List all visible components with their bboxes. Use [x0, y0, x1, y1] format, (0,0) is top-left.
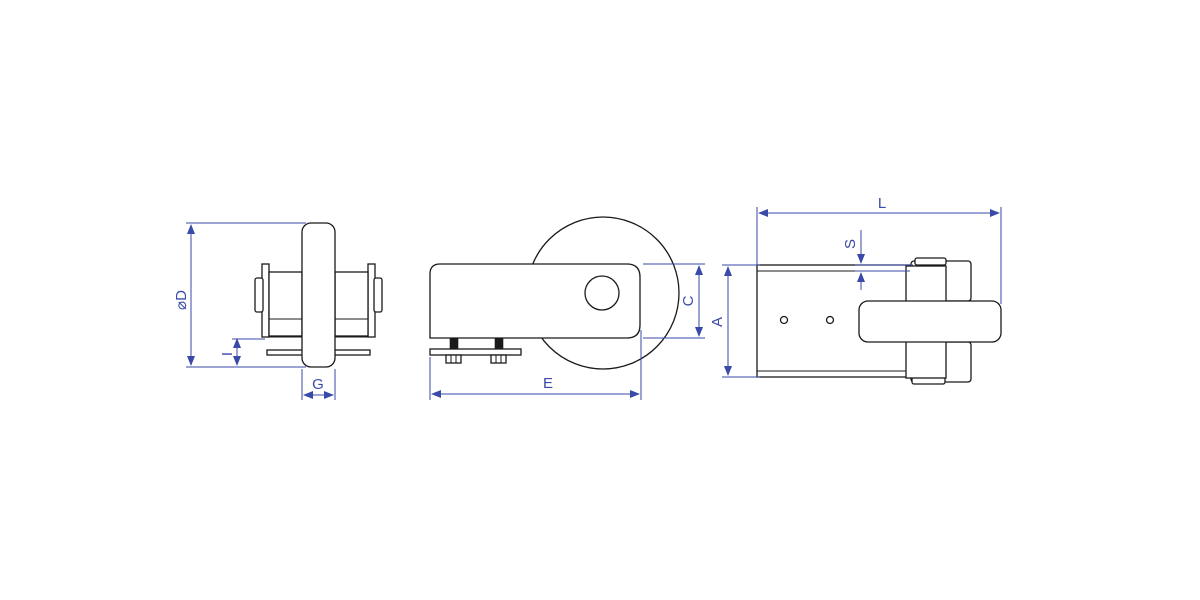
nut-2	[490, 354, 507, 364]
top-view	[756, 257, 1002, 385]
side-bracket-body	[429, 263, 641, 339]
side-view	[429, 216, 680, 370]
dimension-g-label: G	[312, 376, 324, 393]
top-wheel	[858, 300, 1002, 343]
bolt-1	[449, 337, 459, 350]
left-hub	[268, 271, 303, 337]
dimension-l-label: L	[878, 195, 886, 212]
dimension-c-label: C	[680, 295, 697, 306]
front-wheel	[301, 222, 336, 368]
dimension-a-label: A	[709, 317, 726, 327]
axle-hole	[584, 275, 620, 311]
right-hub	[334, 271, 369, 337]
dimension-e-label: E	[543, 375, 553, 392]
dimension-d-label: ⌀D	[173, 290, 190, 310]
right-axle-cap	[373, 277, 383, 313]
dimension-s-label: S	[842, 239, 859, 249]
dimension-i-label: I	[219, 352, 236, 356]
fork-upper-cap	[914, 257, 947, 266]
front-view	[254, 222, 383, 368]
bolt-2	[494, 337, 504, 350]
dimensions: ⌀D I G E C A L S	[173, 195, 1002, 400]
nut-1	[445, 354, 462, 364]
side-mounting-plate	[429, 348, 522, 356]
mounting-hole-2	[825, 315, 835, 325]
left-axle-cap	[254, 277, 264, 313]
mounting-hole-1	[779, 315, 789, 325]
